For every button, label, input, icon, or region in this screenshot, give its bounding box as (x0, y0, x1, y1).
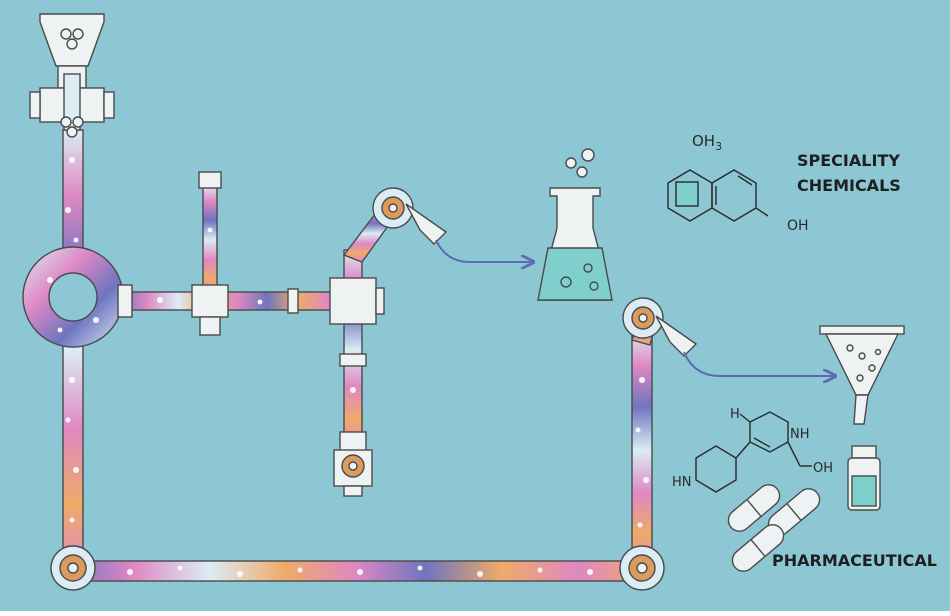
mixer-ring-hole (48, 272, 98, 322)
mid-horizontal-pipe (117, 291, 359, 311)
coupler-bottom-left (50, 545, 96, 591)
vial-liquid (851, 475, 877, 507)
coupler-bottom-right (619, 545, 665, 591)
junction-valve (191, 284, 229, 318)
funnel-rim (819, 325, 905, 335)
bottom-horizontal-pipe (62, 560, 649, 582)
inline-coupler (287, 288, 299, 314)
pharmaceutical-molecule (695, 411, 812, 493)
column-clamp-2 (339, 431, 367, 453)
flask-liquid (537, 247, 613, 301)
center-valve-flange (375, 287, 385, 315)
capsule-icon (731, 524, 785, 572)
molecule-a-oh-label: OH (787, 218, 809, 234)
valve-flange-left (29, 91, 41, 119)
speciality-label: SPECIALITY (797, 151, 900, 170)
molecule-b-h-label: H (730, 407, 740, 422)
arrow-icon (435, 239, 532, 262)
bottom-valve-base (343, 485, 363, 497)
bubbles-icon (565, 148, 595, 178)
valve-flange-right (103, 91, 115, 119)
vial-cap (851, 445, 877, 459)
pipe-bubbles (47, 157, 649, 577)
arrow-icon (683, 351, 834, 376)
molecule-b-hn-label: HN (672, 475, 692, 490)
center-valve-body (329, 277, 377, 325)
speciality-molecule (667, 169, 769, 222)
capsule-icon (727, 484, 781, 532)
mixer-flange (117, 284, 133, 318)
molecule-b-oh-label: OH (813, 461, 833, 476)
column-clamp-1 (339, 353, 367, 367)
molecule-b-nh-label: NH (790, 427, 810, 442)
molecule-a-oh3-label: OH3 (692, 132, 722, 153)
coupler-top (372, 187, 448, 245)
left-vertical-pipe (62, 129, 84, 571)
coupler-right (622, 297, 698, 357)
junction-valve-base (199, 316, 221, 336)
riser-pipe (202, 184, 218, 296)
pharmaceutical-label: PHARMACEUTICAL (772, 551, 937, 570)
right-vertical-pipe (631, 329, 653, 571)
chemicals-label: CHEMICALS (797, 176, 901, 195)
riser-cap (198, 171, 222, 189)
funnel-spout (853, 394, 869, 425)
